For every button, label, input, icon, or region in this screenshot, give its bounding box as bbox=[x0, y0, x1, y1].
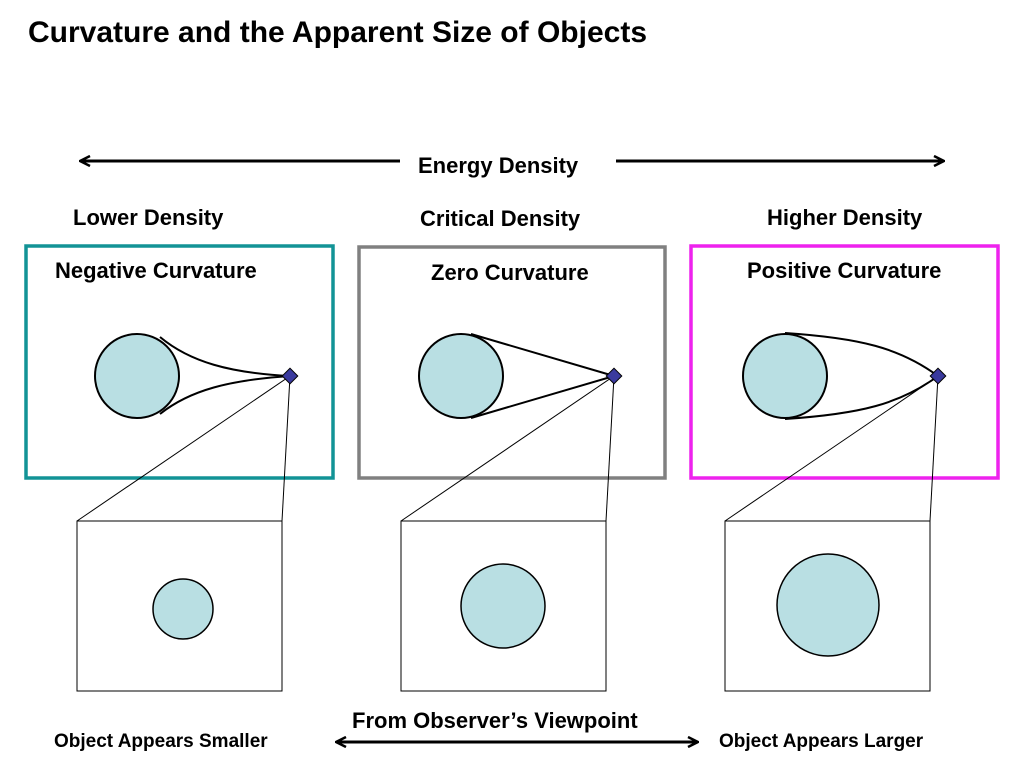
light-ray-bottom bbox=[784, 375, 939, 420]
negative-curvature-label: Negative Curvature bbox=[55, 258, 257, 283]
positive-curvature-frame bbox=[689, 244, 1000, 480]
light-ray-bottom bbox=[470, 375, 615, 419]
light-ray-top bbox=[159, 336, 291, 377]
light-ray-bottom bbox=[159, 375, 291, 415]
light-ray-top bbox=[784, 332, 939, 377]
observer-viewpoint-label: From Observer’s Viewpoint bbox=[352, 708, 638, 733]
observer-marker bbox=[281, 367, 299, 385]
sight-line bbox=[281, 375, 291, 522]
appears-larger-label: Object Appears Larger bbox=[719, 731, 924, 752]
sight-line bbox=[724, 375, 939, 522]
apparent-object-large bbox=[776, 553, 880, 657]
higher-density-label: Higher Density bbox=[767, 205, 923, 230]
zero-curvature-frame bbox=[357, 245, 667, 480]
zero-curvature-panel bbox=[357, 245, 667, 692]
observer-marker bbox=[605, 367, 623, 385]
sight-line bbox=[605, 375, 615, 522]
energy-density-label: Energy Density bbox=[418, 153, 579, 178]
lower-density-label: Lower Density bbox=[73, 205, 224, 230]
object-circle bbox=[742, 333, 828, 419]
negative-curvature-frame bbox=[24, 244, 335, 480]
sight-line bbox=[929, 375, 939, 522]
sight-line bbox=[76, 375, 291, 522]
apparent-object-small bbox=[152, 578, 214, 640]
object-circle bbox=[418, 333, 504, 419]
positive-curvature-label: Positive Curvature bbox=[747, 258, 942, 283]
negative-curvature-panel bbox=[24, 244, 335, 692]
sight-line bbox=[400, 375, 615, 522]
light-ray-top bbox=[470, 333, 615, 377]
page-title: Curvature and the Apparent Size of Objec… bbox=[28, 16, 647, 49]
observer-marker bbox=[929, 367, 947, 385]
view-frame bbox=[400, 520, 607, 692]
critical-density-label: Critical Density bbox=[420, 206, 581, 231]
zero-curvature-label: Zero Curvature bbox=[431, 260, 589, 285]
positive-curvature-panel bbox=[689, 244, 1000, 692]
object-circle bbox=[94, 333, 180, 419]
apparent-object-medium bbox=[460, 563, 546, 649]
appears-smaller-label: Object Appears Smaller bbox=[54, 731, 268, 752]
